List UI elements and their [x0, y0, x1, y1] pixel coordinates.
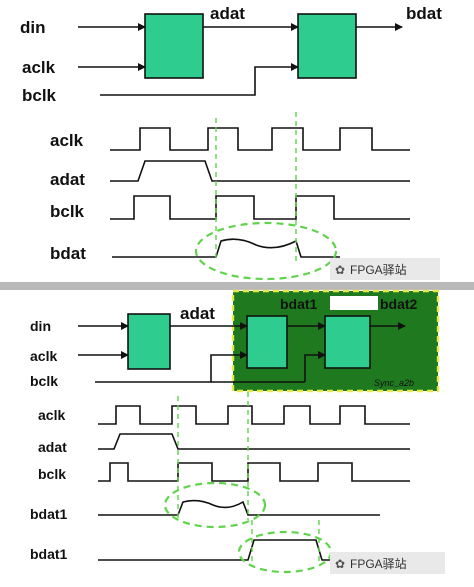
bclk-wave-label: bclk: [50, 202, 85, 221]
aclk-label: aclk: [30, 348, 57, 364]
register-sync2: [324, 315, 371, 369]
adat-label: adat: [210, 4, 245, 23]
register-a: [144, 13, 204, 79]
aclk-wave: [110, 127, 410, 151]
metastable-highlight: [194, 221, 338, 281]
bdat1-wave-label-a: bdat1: [30, 506, 68, 522]
bdat-wave-label: bdat: [50, 244, 86, 263]
adat-wave-label: adat: [50, 170, 85, 189]
bdat1-wave-b: [98, 539, 340, 561]
bdat-label-strip: [330, 296, 378, 310]
bclk-wave: [110, 195, 410, 220]
top-timing: aclk adat bclk bdat ✿ FPGA驿站: [50, 112, 440, 281]
bdat1-label: bdat1: [280, 296, 318, 312]
top-watermark-text: FPGA驿站: [350, 263, 407, 277]
register-a: [127, 313, 171, 370]
bdat-label: bdat: [406, 4, 442, 23]
register-sync1: [246, 315, 288, 369]
top-schematic: din aclk bclk adat bdat: [20, 4, 442, 105]
adat-label: adat: [180, 304, 215, 323]
section-divider: [0, 282, 474, 290]
bclk-wire: [100, 63, 299, 96]
bclk-wave: [98, 462, 410, 482]
bclk-label: bclk: [30, 373, 58, 389]
bdat1-wave-a: [98, 499, 380, 516]
aclk-wave: [98, 405, 410, 425]
sync-module-label: Sync_a2b: [374, 378, 414, 388]
din-label: din: [20, 18, 46, 37]
bclk-wave-label: bclk: [38, 466, 66, 482]
bclk-label: bclk: [22, 86, 57, 105]
aclk-label: aclk: [22, 58, 56, 77]
register-b: [297, 13, 357, 79]
adat-wave-label: adat: [38, 439, 67, 455]
top-watermark: ✿ FPGA驿站: [330, 258, 440, 280]
bottom-timing: aclk adat bclk bdat1 bdat1 ✿ FPGA驿站: [30, 392, 445, 574]
wechat-icon: ✿: [335, 557, 345, 571]
bottom-watermark-text: FPGA驿站: [350, 557, 407, 571]
aclk-wave-label: aclk: [38, 407, 65, 423]
bclk-wire: [95, 351, 248, 383]
wechat-icon: ✿: [335, 263, 345, 277]
adat-wave: [98, 433, 410, 450]
metastable-highlight: [163, 481, 267, 529]
stable-highlight: [237, 530, 333, 574]
bdat-wave: [112, 238, 340, 258]
bclk-branch: [304, 351, 326, 382]
adat-wave: [110, 160, 410, 182]
bottom-watermark: ✿ FPGA驿站: [330, 552, 445, 574]
din-label: din: [30, 318, 51, 334]
bdat2-label: bdat2: [380, 296, 418, 312]
bdat1-wave-label-b: bdat1: [30, 546, 68, 562]
bottom-schematic: din aclk bclk adat bdat1 bdat2 Sync_a2b: [30, 289, 440, 393]
aclk-wave-label: aclk: [50, 131, 84, 150]
